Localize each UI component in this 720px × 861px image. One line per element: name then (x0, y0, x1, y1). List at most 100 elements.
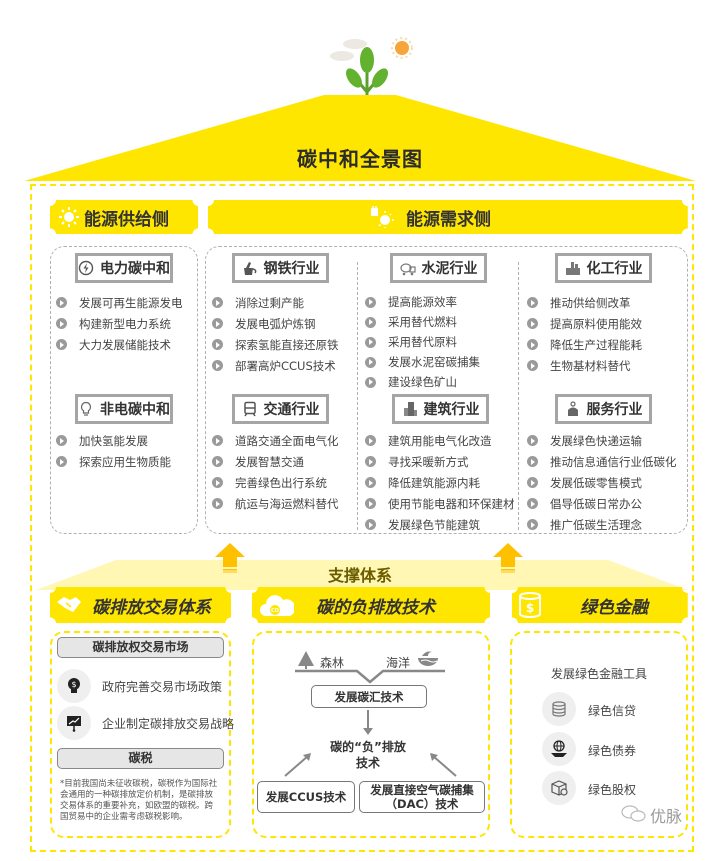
play-bullet-icon (527, 360, 538, 371)
negative-emission-center: 碳的“负”排放 技术 (330, 740, 406, 770)
category-steel: 钢铁行业 (232, 253, 329, 283)
power-icon (78, 260, 94, 276)
category-building: 建筑行业 (392, 394, 489, 424)
play-bullet-icon (527, 297, 538, 308)
list-item: 使用节能电器和环保建材 (365, 493, 515, 514)
cement-item-list: 提高能源效率 采用替代燃料 采用替代原料 发展水泥窑碳捕集 建设绿色矿山 (365, 292, 480, 392)
play-bullet-icon (56, 456, 67, 467)
play-bullet-icon (212, 498, 223, 509)
play-bullet-icon (212, 477, 223, 488)
list-item: 构建新型电力系统 (56, 313, 183, 334)
play-bullet-icon (365, 519, 376, 530)
non-power-item-list: 加快氢能发展 探索应用生物质能 (56, 430, 171, 472)
demand-side-panel (205, 246, 688, 534)
carbon-trading-panel (50, 631, 231, 838)
play-bullet-icon (56, 297, 67, 308)
green-finance-panel (510, 631, 688, 838)
play-bullet-icon (212, 435, 223, 446)
list-item: 发展电弧炉炼钢 (212, 313, 339, 334)
carbon-market-label: 碳排放权交易市场 (57, 637, 224, 658)
support-system-title: 支撑体系 (327, 566, 392, 585)
play-bullet-icon (365, 498, 376, 509)
play-bullet-icon (56, 339, 67, 350)
list-item: 倡导低碳日常办公 (527, 493, 677, 514)
category-chemical: 化工行业 (555, 253, 652, 283)
list-item: 建设绿色矿山 (365, 372, 480, 392)
list-item: 消除过剩产能 (212, 292, 339, 313)
category-label: 交通行业 (263, 402, 320, 418)
list-item: 探索应用生物质能 (56, 451, 171, 472)
transport-item-list: 道路交通全面电气化 发展智慧交通 完善绿色出行系统 航运与海运燃料替代 (212, 430, 339, 514)
cube-icon (542, 771, 576, 805)
carbon-tax-note: *目前我国尚未征收碳税，碳税作为国际社会通用的一种碳排放定价机制，是碳排放交易体… (60, 779, 218, 822)
factory-icon (565, 262, 580, 275)
play-bullet-icon (527, 435, 538, 446)
list-item: 推动信息通信行业低碳化 (527, 451, 677, 472)
list-item: 寻找采暖新方式 (365, 451, 515, 472)
steel-item-list: 消除过剩产能 发展电弧炉炼钢 探索氢能直接还原铁 部署高炉CCUS技术 (212, 292, 339, 376)
list-item: 发展绿色节能建筑 (365, 514, 515, 535)
service-item-list: 发展绿色快递运输 推动信息通信行业低碳化 发展低碳零售模式 倡导低碳日常办公 推… (527, 430, 677, 535)
play-bullet-icon (365, 316, 376, 328)
play-bullet-icon (365, 376, 376, 388)
list-item: 加快氢能发展 (56, 430, 171, 451)
category-label: 水泥行业 (421, 261, 478, 277)
supply-side-panel (50, 246, 198, 534)
svg-text:$: $ (526, 601, 534, 615)
carbon-trading-header: 碳排放交易体系 (50, 587, 231, 623)
list-item: 道路交通全面电气化 (212, 430, 339, 451)
handshake-icon (57, 597, 81, 612)
down-arrow-icon (363, 710, 373, 735)
column-divider (518, 262, 519, 530)
list-item: 发展智慧交通 (212, 451, 339, 472)
list-item: 完善绿色出行系统 (212, 472, 339, 493)
list-item: 降低生产过程能耗 (527, 334, 642, 355)
play-bullet-icon (527, 339, 538, 350)
watermark: 优脉 (650, 807, 683, 826)
list-item: 发展绿色快递运输 (527, 430, 677, 451)
play-bullet-icon (212, 297, 223, 308)
money-bulb-icon: $ (57, 669, 91, 703)
support-band (36, 560, 688, 590)
play-bullet-icon (365, 456, 376, 467)
wave-icon (418, 651, 438, 666)
coin-stack-icon: $ (519, 592, 541, 618)
list-item: 探索氢能直接还原铁 (212, 334, 339, 355)
demand-side-title: 能源需求侧 (406, 209, 491, 230)
list-item: 大力发展储能技术 (56, 334, 183, 355)
green-finance-header: $ 绿色金融 (512, 587, 688, 623)
ocean-label: 海洋 (386, 656, 411, 670)
list-item: 建筑用能电气化改造 (365, 430, 515, 451)
power-item-list: 发展可再生能源发电 构建新型电力系统 大力发展储能技术 (56, 292, 183, 355)
database-stack-icon (542, 692, 576, 726)
category-label: 非电碳中和 (100, 402, 170, 418)
play-bullet-icon (365, 296, 376, 308)
negative-emission-panel (252, 631, 490, 838)
up-arrow-icon (493, 543, 523, 573)
play-bullet-icon (527, 318, 538, 329)
play-bullet-icon (527, 456, 538, 467)
list-item: 航运与海运燃料替代 (212, 493, 339, 514)
category-power: 电力碳中和 (75, 253, 173, 283)
carbon-trading-title: 碳排放交易体系 (92, 597, 211, 618)
list-item: 推广低碳生活理念 (527, 514, 677, 535)
list-item: 生物基材料替代 (527, 355, 642, 376)
ccus-box: 发展CCUS技术 (257, 781, 355, 813)
outer-dashed-frame (30, 184, 694, 852)
tree-icon (298, 651, 314, 669)
wechat-icon (621, 805, 646, 822)
finance-tool-text: 绿色股权 (588, 783, 637, 797)
building-icon (403, 402, 417, 416)
up-left-arrow-icon (430, 753, 457, 777)
category-label: 钢铁行业 (263, 261, 320, 277)
carbon-sink-box: 发展碳汇技术 (311, 685, 427, 708)
service-bell-icon (567, 401, 578, 416)
supply-side-header: 能源供给侧 (50, 200, 198, 234)
merge-line (295, 669, 445, 684)
up-right-arrow-icon (284, 753, 311, 777)
up-arrow-icon (215, 543, 245, 573)
play-bullet-icon (527, 477, 538, 488)
column-divider (357, 262, 358, 530)
category-label: 建筑行业 (423, 402, 480, 418)
play-bullet-icon (212, 360, 223, 371)
